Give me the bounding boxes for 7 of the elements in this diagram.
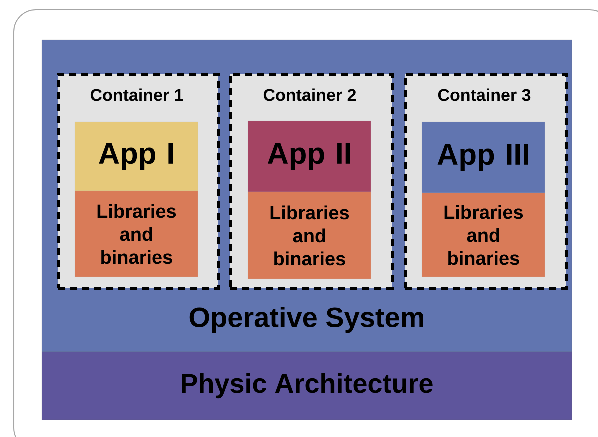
library-box: Libraries and binaries	[422, 193, 546, 278]
app-box: App I	[75, 122, 198, 192]
library-box: Libraries and binaries	[248, 192, 372, 280]
app-box: App II	[248, 121, 372, 192]
app-box: App III	[422, 122, 546, 194]
library-box: Libraries and binaries	[75, 191, 198, 278]
layer-band: Physic Architecture	[42, 352, 572, 420]
